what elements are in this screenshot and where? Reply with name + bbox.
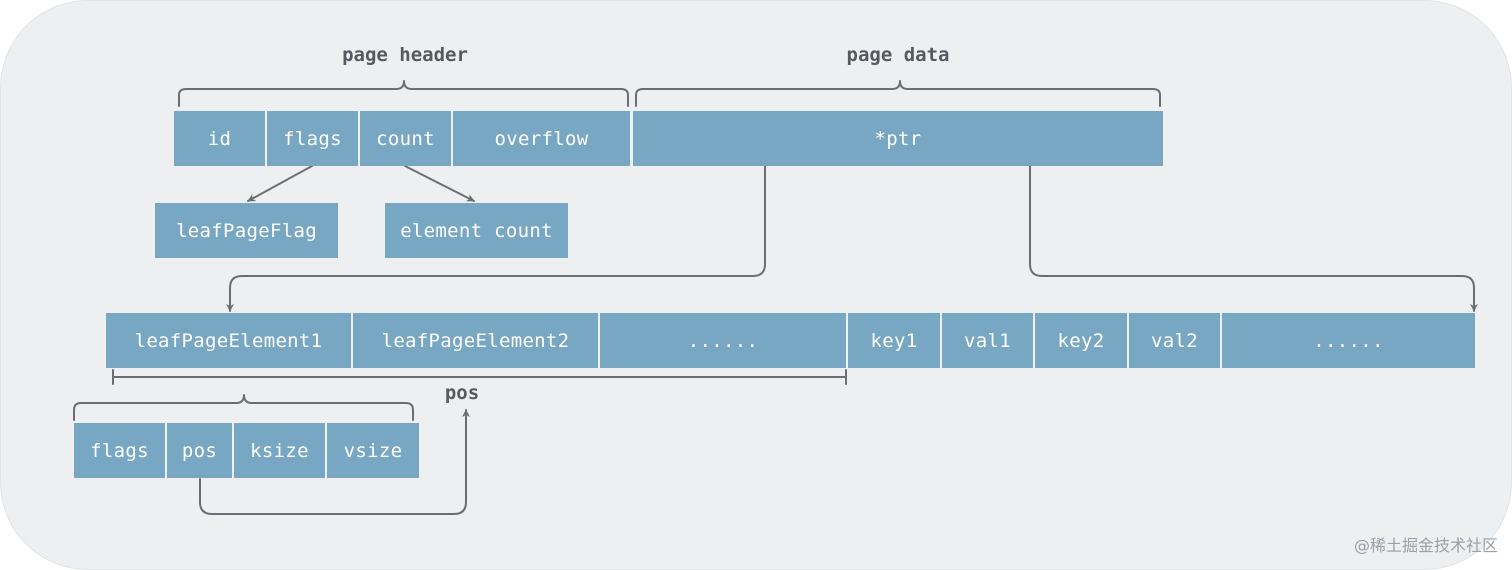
page-data-label: page data (846, 44, 950, 66)
data-cell-key2: key2 (1035, 313, 1127, 368)
data-cell-key1: key1 (848, 313, 940, 368)
page-header-brace (178, 80, 629, 107)
header-cell-flags: flags (267, 111, 358, 166)
leaf-page-flag-box: leafPageFlag (155, 203, 338, 258)
page-data-brace (635, 80, 1161, 107)
data-cell-kv-ellipsis: ...... (1222, 313, 1475, 368)
element-field-flags: flags (74, 423, 165, 478)
pos-field-to-pos-arrow (199, 409, 470, 515)
element-field-ksize: ksize (234, 423, 325, 478)
element-fields-brace (73, 394, 414, 421)
data-cell-leaf-page-element-1: leafPageElement1 (106, 313, 351, 368)
header-cell-ptr: *ptr (633, 111, 1163, 166)
element-count-box: element count (385, 203, 568, 258)
watermark: @稀土掘金技术社区 (1353, 536, 1498, 555)
page-header-label: page header (342, 44, 468, 66)
data-cell-val1: val1 (942, 313, 1033, 368)
header-cell-overflow: overflow (453, 111, 630, 166)
data-cell-leaf-page-element-2: leafPageElement2 (353, 313, 598, 368)
pos-label: pos (444, 382, 480, 404)
ptr-to-kv-arrow (1029, 165, 1478, 312)
element-field-vsize: vsize (327, 423, 419, 478)
data-cell-val2: val2 (1129, 313, 1220, 368)
count-to-element-count-arrow (404, 165, 475, 202)
pos-range-bracket (112, 369, 847, 385)
header-cell-id: id (174, 111, 265, 166)
ptr-to-elements-arrow (226, 165, 766, 312)
data-cell-elements-ellipsis: ...... (600, 313, 846, 368)
element-field-pos: pos (167, 423, 232, 478)
flags-to-leafpageflag-arrow (247, 165, 313, 202)
header-cell-count: count (360, 111, 451, 166)
